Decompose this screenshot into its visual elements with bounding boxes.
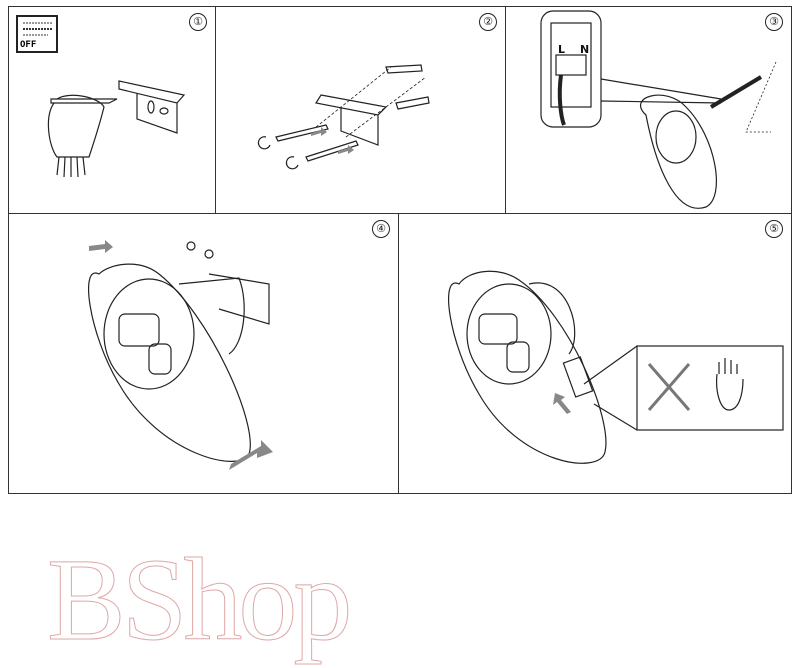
marking-drill-holes-illustration bbox=[47, 80, 186, 178]
step-1-panel: OFF ① bbox=[8, 6, 216, 214]
step-number: ⑤ bbox=[765, 220, 783, 238]
step-3-panel: ③ L N bbox=[505, 6, 792, 214]
wiring-illustration bbox=[540, 10, 777, 209]
bracket-fixing-illustration bbox=[257, 64, 430, 170]
live-terminal-label: L bbox=[558, 43, 566, 56]
connect-lamp-illustration bbox=[448, 270, 784, 464]
step-5-panel: ⑤ bbox=[398, 213, 792, 494]
step-number: ① bbox=[189, 13, 207, 31]
off-switch-icon: OFF bbox=[16, 15, 58, 53]
watermark-logo: BShop bbox=[46, 534, 352, 666]
step-2-panel: ② bbox=[215, 6, 506, 214]
mounting-lamp-illustration bbox=[88, 240, 273, 470]
breaker-icon bbox=[23, 22, 52, 36]
step-4-panel: ④ BShop bbox=[8, 213, 399, 666]
neutral-terminal-label: N bbox=[580, 43, 590, 56]
step-number: ② bbox=[479, 13, 497, 31]
step-number: ④ bbox=[372, 220, 390, 238]
off-label: OFF bbox=[20, 40, 37, 50]
step-number: ③ bbox=[765, 13, 783, 31]
